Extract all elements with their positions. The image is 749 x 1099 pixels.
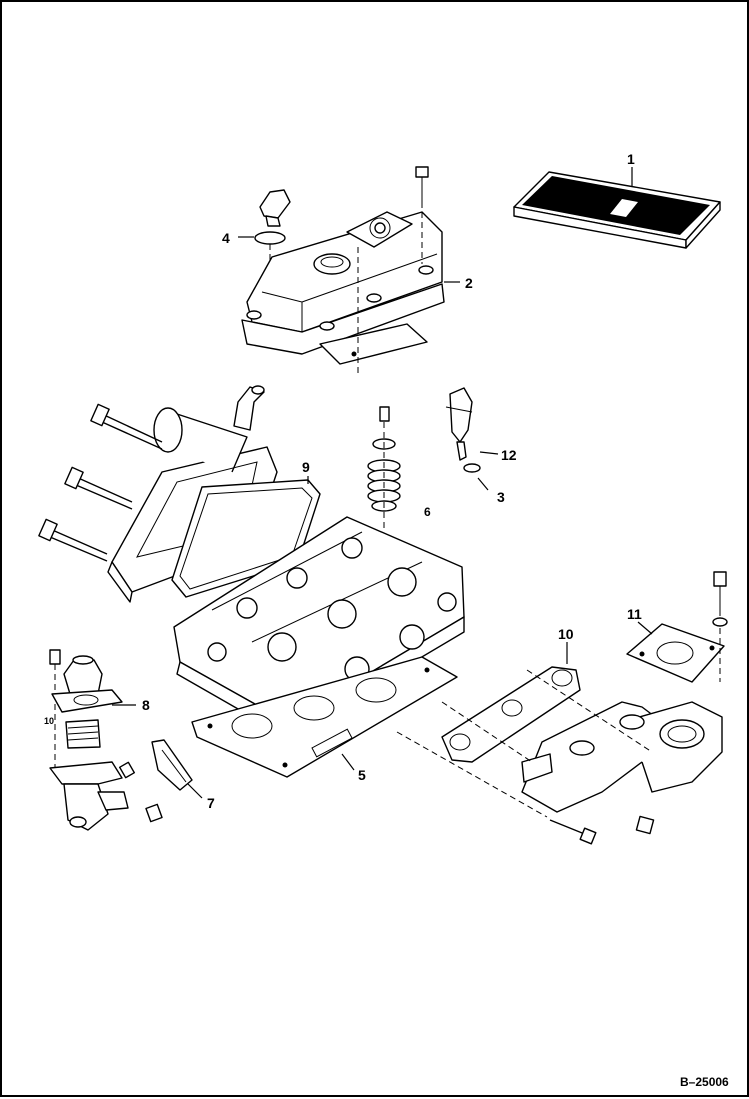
head-gasket <box>191 656 458 778</box>
exhaust-manifold-gasket <box>441 666 581 763</box>
valve-spring-assembly <box>367 406 401 532</box>
callout-11: 11 <box>627 606 642 622</box>
callout-4: 4 <box>222 230 230 246</box>
figure-code: B–25006 <box>680 1075 729 1089</box>
alignment-line <box>441 701 533 763</box>
alignment-line <box>396 731 548 818</box>
intake-manifold-gasket <box>171 479 321 598</box>
callout-12: 12 <box>501 447 517 463</box>
callout-10-thermostat: 10 <box>44 716 54 726</box>
fuel-injector <box>445 387 481 473</box>
exhaust-manifold <box>521 701 723 845</box>
exhaust-flange-gasket <box>626 571 728 683</box>
oil-filler-cap <box>254 189 291 264</box>
callout-3: 3 <box>497 489 505 505</box>
gasket-kit-box <box>513 171 721 249</box>
alignment-line <box>526 669 653 753</box>
callout-9: 9 <box>302 459 310 475</box>
valve-cover <box>241 166 445 374</box>
callout-5: 5 <box>358 767 366 783</box>
callout-8: 8 <box>142 697 150 713</box>
callout-2: 2 <box>465 275 473 291</box>
leader-lines <box>112 167 653 799</box>
callout-7: 7 <box>207 795 215 811</box>
callout-1: 1 <box>627 151 635 167</box>
callout-10-exhaust-gasket: 10 <box>558 626 574 642</box>
thermostat-bracket <box>151 739 193 791</box>
thermostat-housing <box>49 649 163 831</box>
callout-6: 6 <box>424 505 431 519</box>
